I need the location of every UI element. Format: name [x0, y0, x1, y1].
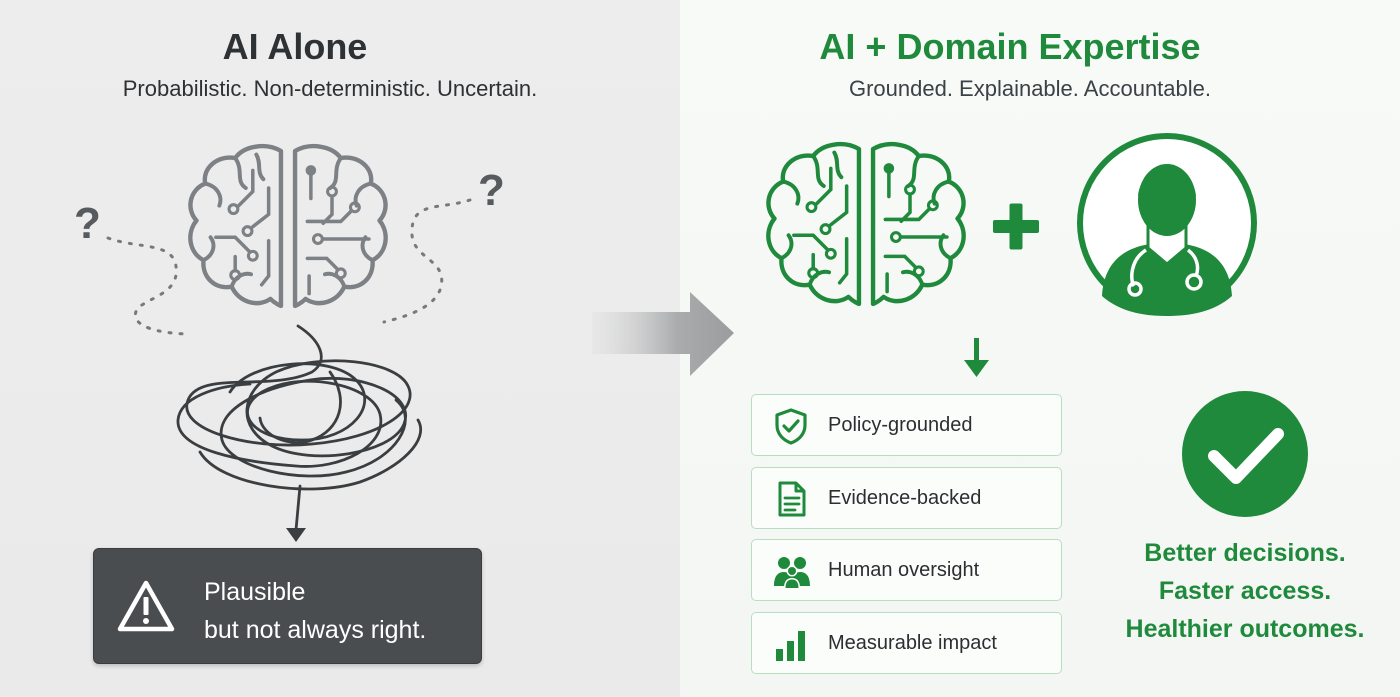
bar-chart-icon: [776, 631, 805, 661]
tangled-line-icon: [176, 324, 422, 532]
feature-evidence-backed: Evidence-backed: [751, 467, 1062, 529]
down-arrow-icon: [964, 338, 989, 377]
plus-icon: [993, 203, 1039, 250]
brain-circuit-icon: [190, 146, 385, 306]
document-icon: [778, 481, 806, 517]
check-circle-icon: [1182, 391, 1308, 517]
dotted-uncertainty-lines: [106, 198, 472, 336]
feature-label: Measurable impact: [828, 632, 997, 654]
feature-policy-grounded: Policy-grounded: [751, 394, 1062, 456]
warning-line-2: but not always right.: [204, 616, 427, 644]
feature-human-oversight: Human oversight: [751, 539, 1062, 601]
outcome-line: Better decisions.: [1144, 539, 1346, 567]
warning-line-1: Plausible: [204, 578, 306, 606]
brain-circuit-icon: [768, 144, 963, 304]
shield-check-icon: [775, 408, 807, 445]
down-arrowhead-icon: [286, 528, 306, 542]
left-subtitle: Probabilistic. Non-deterministic. Uncert…: [122, 76, 538, 101]
transition-arrow-icon: [592, 292, 734, 376]
outcomes-text: Better decisions. Faster access. Healthi…: [1100, 534, 1390, 648]
warning-box: Plausible but not always right.: [93, 548, 482, 664]
outcome-line: Faster access.: [1158, 577, 1332, 605]
warning-triangle-icon: [117, 580, 175, 632]
question-mark-icon: ? ?: [74, 166, 505, 248]
right-title: AI + Domain Expertise: [819, 26, 1201, 67]
svg-text:?: ?: [478, 166, 505, 215]
feature-label: Human oversight: [828, 559, 980, 581]
people-icon: [774, 557, 810, 588]
right-subtitle: Grounded. Explainable. Accountable.: [848, 76, 1212, 101]
svg-text:?: ?: [74, 199, 101, 248]
left-title: AI Alone: [222, 26, 368, 67]
warning-message: Plausible but not always right.: [204, 573, 426, 649]
feature-measurable-impact: Measurable impact: [751, 612, 1062, 674]
feature-label: Policy-grounded: [828, 414, 973, 436]
doctor-icon: [1077, 133, 1257, 316]
outcome-line: Healthier outcomes.: [1125, 615, 1365, 643]
feature-label: Evidence-backed: [828, 487, 982, 509]
